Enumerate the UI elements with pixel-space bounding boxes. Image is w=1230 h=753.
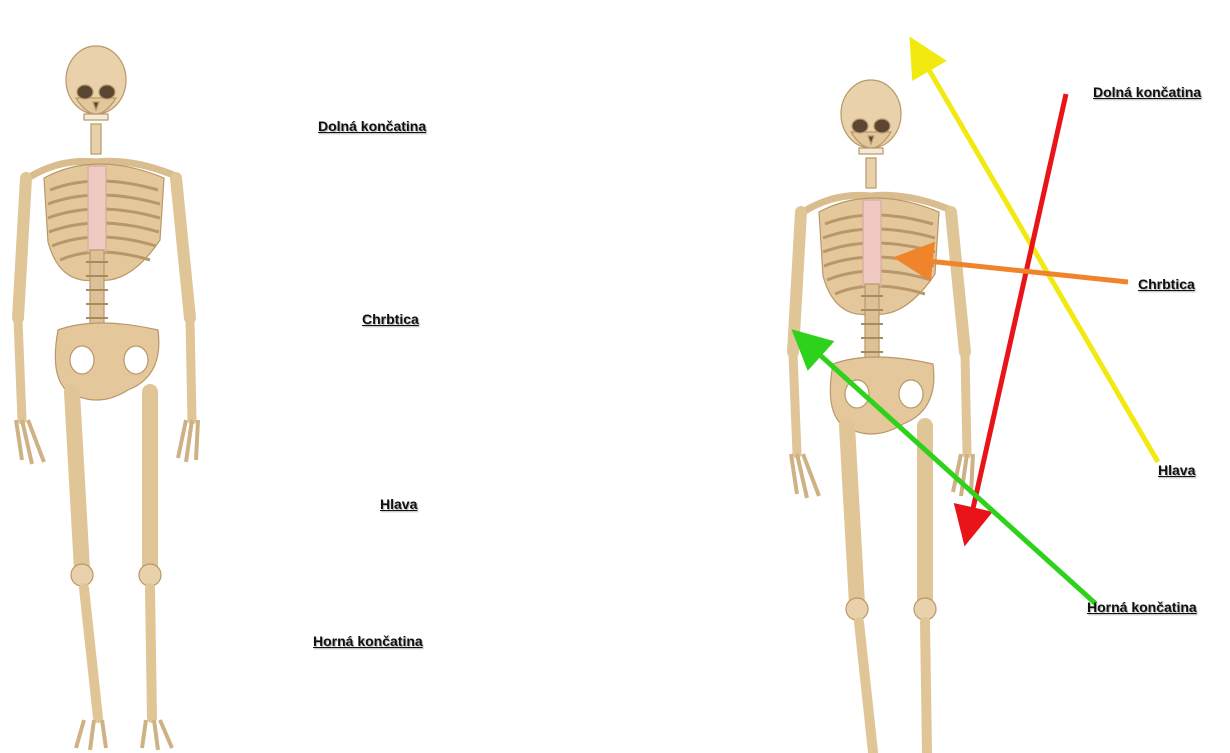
right-label-chrbtica[interactable]: Chrbtica [1138, 276, 1195, 292]
arrow-hlava [922, 58, 1158, 462]
right-label-hlava[interactable]: Hlava [1158, 462, 1195, 478]
right-label-horna-koncatina[interactable]: Horná končatina [1087, 599, 1197, 615]
arrow-dolna-koncatina [970, 94, 1066, 522]
right-label-dolna-koncatina[interactable]: Dolná končatina [1093, 84, 1201, 100]
arrow-horna-koncatina [810, 346, 1096, 604]
